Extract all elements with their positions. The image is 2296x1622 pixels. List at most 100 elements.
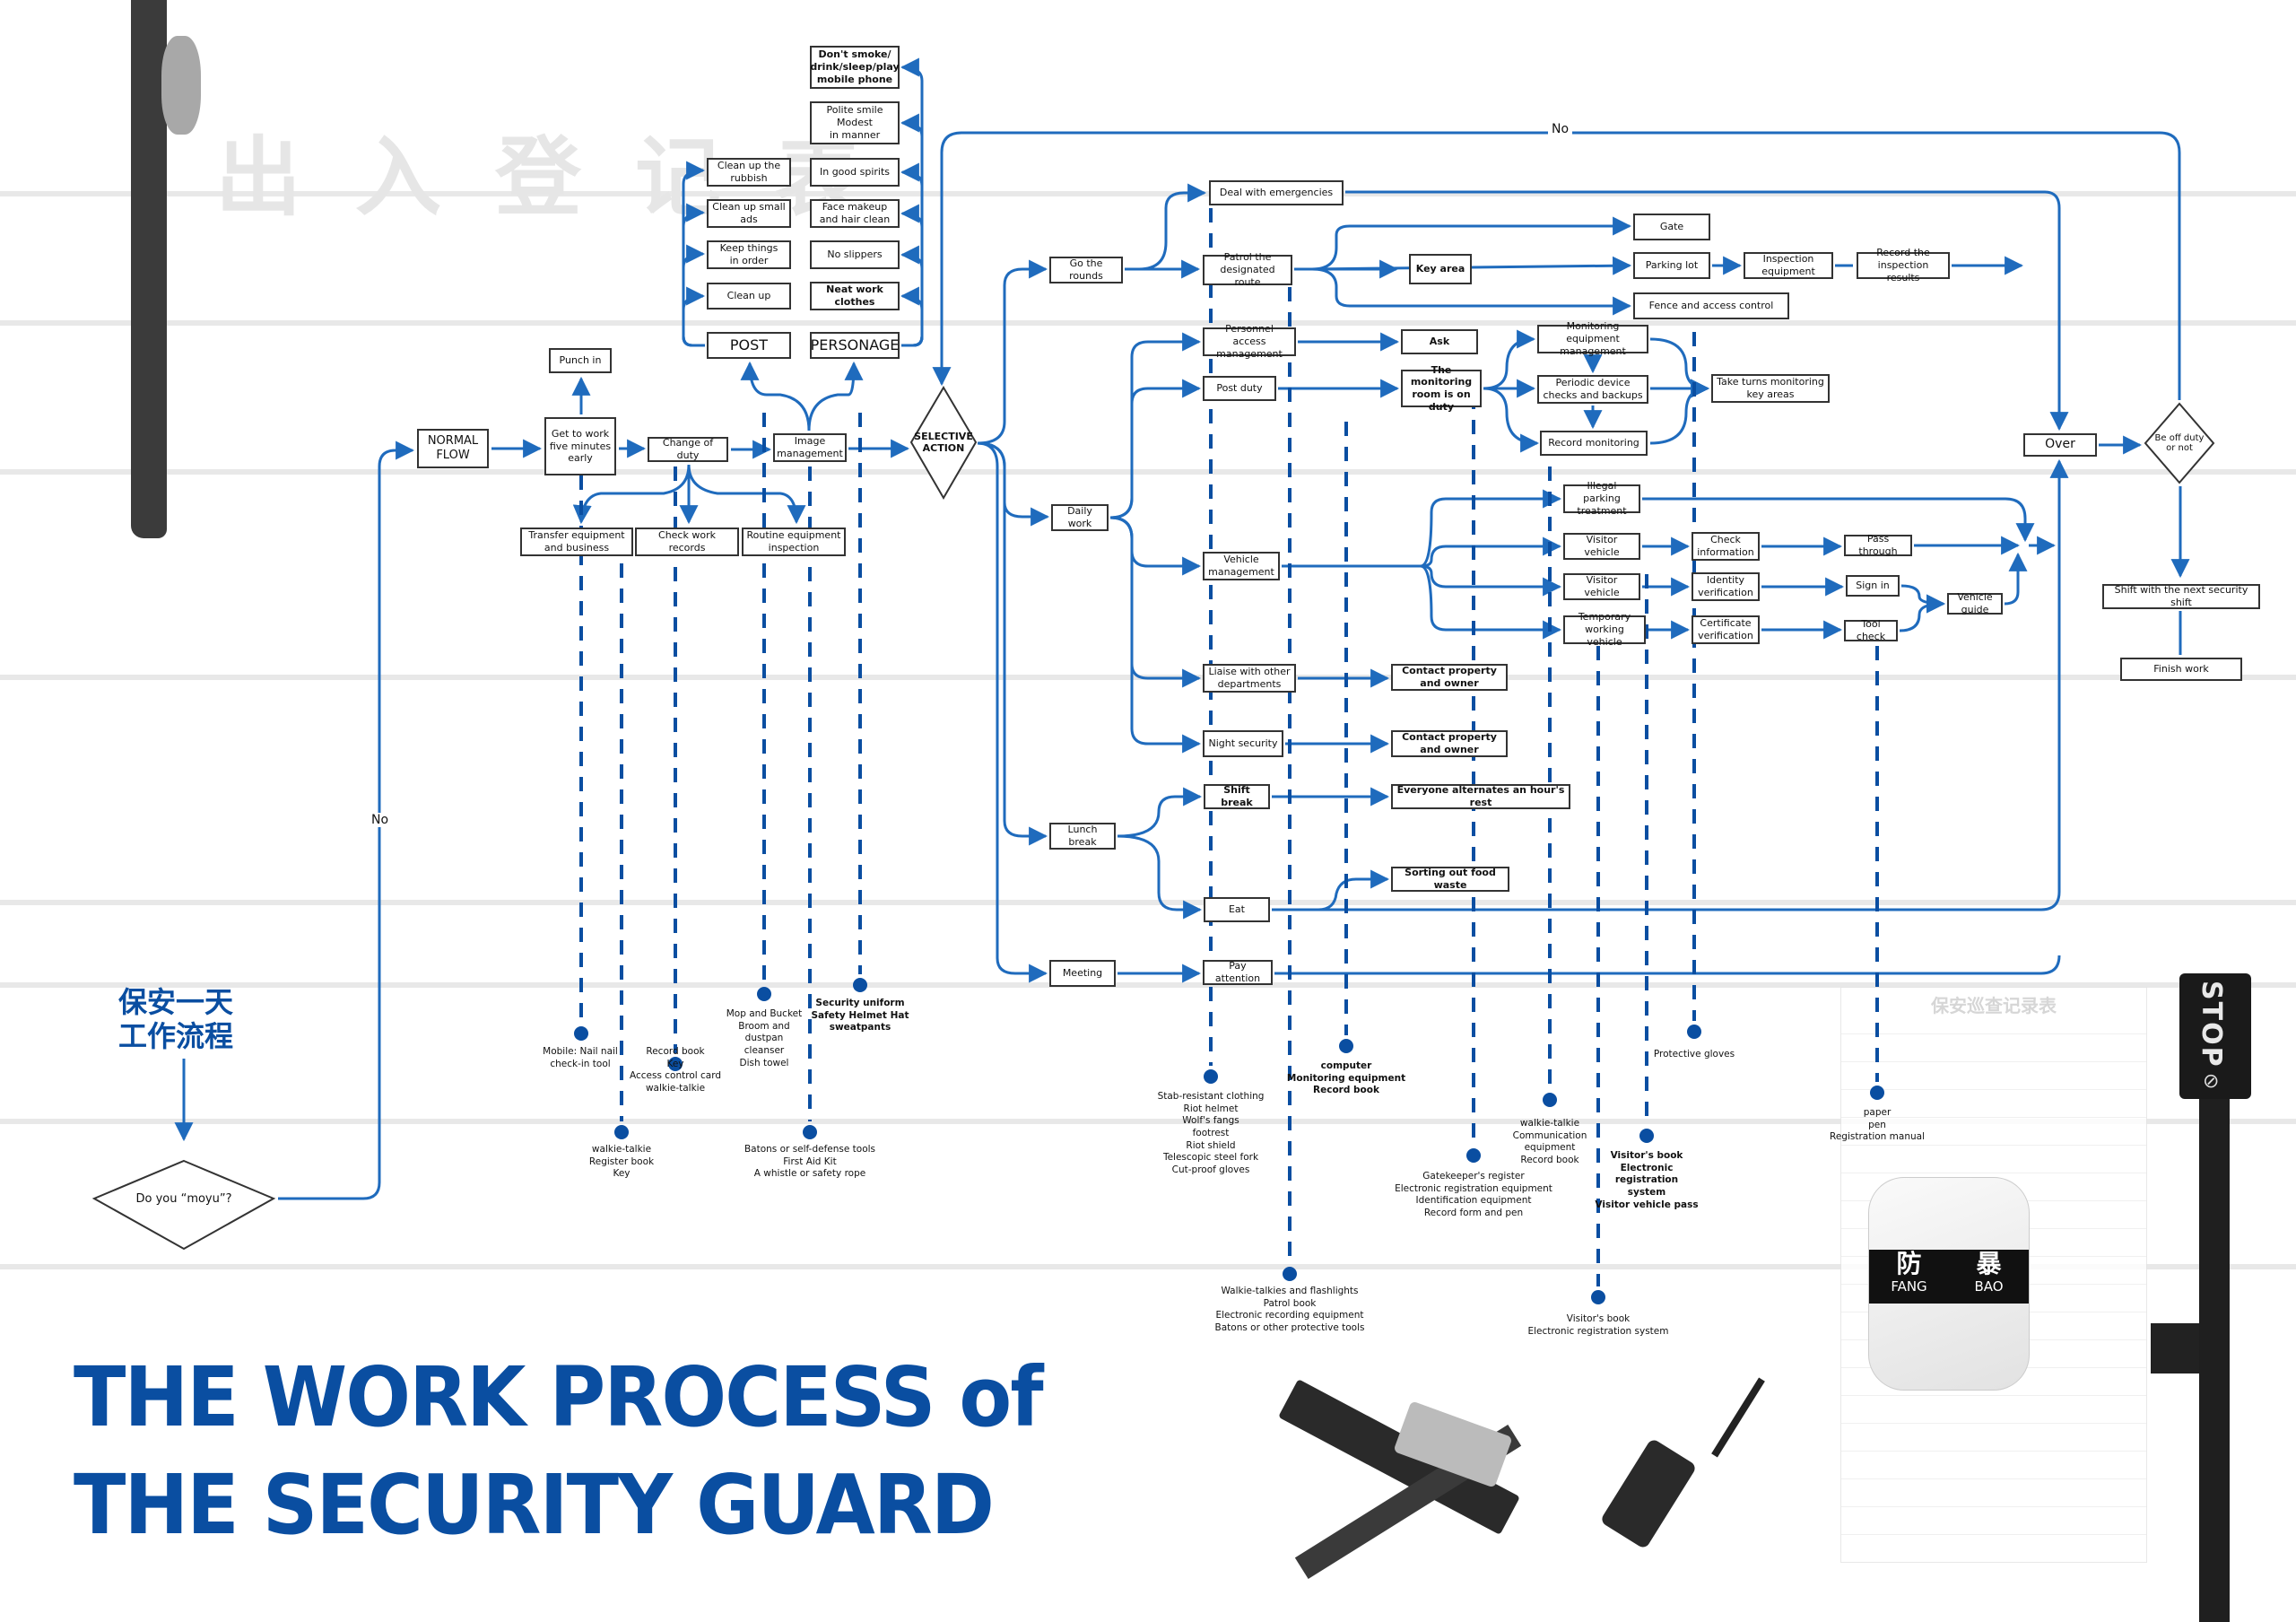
connector-line <box>682 286 706 347</box>
bg-stripe <box>0 191 2296 196</box>
node-fence: Fence and access control <box>1633 292 1789 319</box>
tool-dot <box>1283 1267 1297 1281</box>
record-sheet-title: 保安巡查记录表 <box>1841 991 2146 1017</box>
shield-en-1: FANG <box>1891 1278 1927 1295</box>
post-item: Clean up the rubbish <box>707 158 791 187</box>
tool-note: Mop and Bucket Broom and dustpan cleanse… <box>726 1008 803 1068</box>
upside-down-guard-image <box>131 0 167 538</box>
node-contact-property-1: Contact property and owner <box>1391 664 1508 691</box>
personage-item: Don't smoke/ drink/sleep/play mobile pho… <box>810 46 900 89</box>
node-food-waste: Sorting out food waste <box>1391 867 1509 892</box>
no-line-to-normal-flow <box>278 440 415 1200</box>
node-lunch-break: Lunch break <box>1049 823 1116 850</box>
connector-line <box>1117 787 1203 838</box>
node-alternate-rest: Everyone alternates an hour's rest <box>1391 784 1570 809</box>
tool-dot <box>1687 1025 1701 1039</box>
connector-line <box>1109 332 1202 519</box>
tool-dot <box>803 1125 817 1139</box>
tool-dot <box>668 1057 683 1071</box>
node-illegal-parking: Illegal parking treatment <box>1563 480 1640 517</box>
node-inspection-equipment: Inspection equipment <box>1744 252 1833 279</box>
tool-note: Visitor's book Electronic registration s… <box>1595 1150 1699 1210</box>
node-change-of-duty: Change of duty <box>648 437 728 462</box>
connector-line <box>977 441 1050 527</box>
node-shift-next: Shift with the next security shift <box>2102 584 2260 609</box>
node-tool-check: Tool check <box>1844 618 1898 642</box>
tool-dot <box>853 978 867 992</box>
node-ask: Ask <box>1401 329 1478 354</box>
node-record-monitoring: Record monitoring <box>1540 431 1648 456</box>
connector-line <box>1420 564 1562 597</box>
connector-line <box>1109 516 1202 688</box>
node-night-security: Night security <box>1203 730 1283 757</box>
connector-line <box>1318 869 1390 911</box>
bg-stripe <box>0 900 2296 905</box>
node-pay-attention: Pay attention <box>1203 960 1273 985</box>
tool-note: Gatekeeper's register Electronic registr… <box>1395 1171 1552 1218</box>
node-routine-inspection: Routine equipment inspection <box>742 528 846 556</box>
node-record-inspection: Record the inspection results <box>1857 247 1950 283</box>
connector-line <box>1900 584 1946 614</box>
node-daily-work: Daily work <box>1051 504 1109 531</box>
tool-dot <box>1204 1069 1218 1084</box>
connector-line <box>1483 329 1536 390</box>
personage-item: No slippers <box>810 240 900 269</box>
tool-dot <box>614 1125 629 1139</box>
node-personnel-access: Personnel access management <box>1203 323 1296 360</box>
stop-sign-pole <box>2199 1099 2230 1622</box>
tool-dot <box>1466 1148 1481 1163</box>
off-duty-shape <box>2144 402 2215 484</box>
connector-line <box>807 361 864 432</box>
tool-note: Stab-resistant clothing Riot helmet Wolf… <box>1157 1091 1265 1175</box>
no-label-left: No <box>368 813 393 827</box>
moyu-decision-shape <box>91 1159 276 1251</box>
connector-line <box>1420 564 1562 640</box>
connector-line <box>682 203 706 347</box>
node-contact-property-2: Contact property and owner <box>1391 730 1508 757</box>
main-title-line1: THE WORK PROCESS of <box>74 1349 1044 1445</box>
post-item: Keep things in order <box>707 240 791 269</box>
personage-item: Face makeup and hair clean <box>810 199 900 228</box>
selective-action-decision: SELECTIVE ACTION <box>914 431 973 454</box>
main-title-line2: THE SECURITY GUARD <box>74 1457 995 1553</box>
connector-line <box>687 464 806 525</box>
connector-line <box>1649 379 1710 445</box>
connector-line <box>1138 183 1207 271</box>
connector-line <box>740 361 811 432</box>
node-normal-flow: NORMAL FLOW <box>417 429 489 468</box>
node-key-area: Key area <box>1409 254 1472 284</box>
connector-line <box>900 286 924 347</box>
connector-line <box>2004 552 2028 606</box>
tool-note: walkie-talkie Register book Key <box>588 1144 655 1180</box>
node-pass-through: Pass through <box>1844 533 1912 557</box>
node-visitor-vehicle-2: Visitor vehicle <box>1563 573 1640 600</box>
tool-dot <box>1870 1086 1884 1100</box>
connector-line <box>1117 834 1203 920</box>
guard-head-image <box>161 36 201 135</box>
tool-note: Visitor's book Electronic registration s… <box>1527 1313 1669 1337</box>
node-patrol-route: Patrol the designated route <box>1203 251 1292 288</box>
node-identity-verification: Identity verification <box>1692 572 1760 601</box>
node-monitoring-equipment: Monitoring equipment management <box>1537 320 1648 357</box>
connector-line <box>1272 458 2069 911</box>
moyu-decision: Do you “moyu”? <box>135 1191 232 1206</box>
tool-note: paper pen Registration manual <box>1830 1107 1925 1143</box>
tool-note: Mobile: Nail nail check-in tool <box>543 1046 618 1069</box>
connector-line <box>900 113 924 347</box>
bg-stripe <box>0 982 2296 988</box>
selective-action-shape <box>909 386 978 500</box>
connector-line <box>1274 955 2061 975</box>
node-post: POST <box>707 332 791 359</box>
stop-sign-camera <box>2151 1323 2199 1373</box>
tool-dot <box>1339 1039 1353 1053</box>
node-vehicle-guide: Vehicle guide <box>1947 591 2003 615</box>
node-transfer-equipment: Transfer equipment and business <box>520 528 633 556</box>
node-personage: PERSONAGE <box>810 332 900 359</box>
tool-dot <box>574 1026 588 1041</box>
node-deal-emergencies: Deal with emergencies <box>1209 180 1344 205</box>
stop-sign-post-image: STOP ⊘ <box>2179 973 2251 1099</box>
tool-note: Batons or self-defense tools First Aid K… <box>744 1144 876 1180</box>
stop-sign-text: STOP <box>2196 981 2227 1068</box>
